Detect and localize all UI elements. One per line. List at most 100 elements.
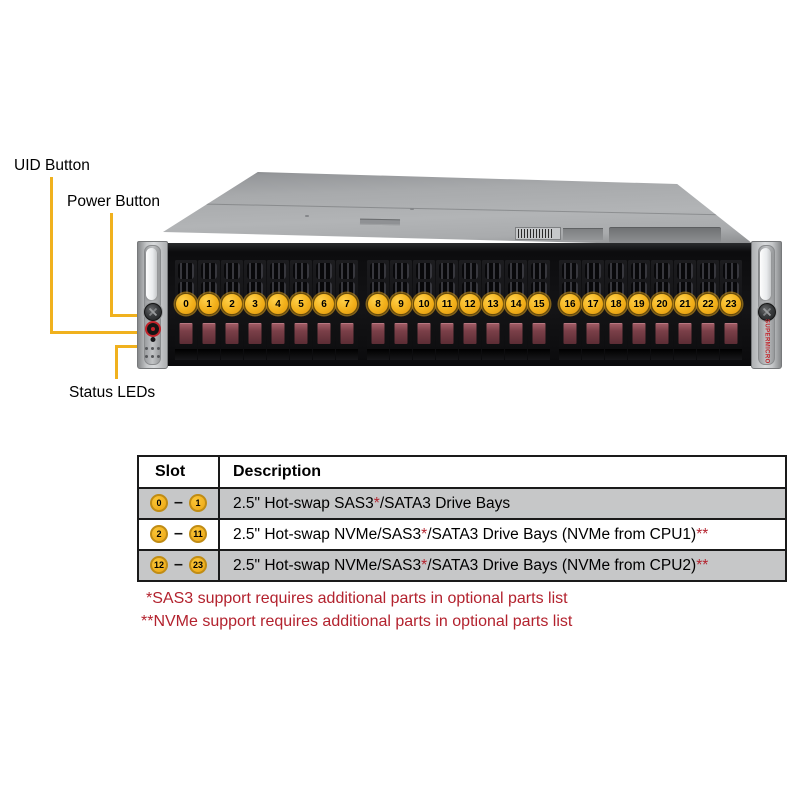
slot-badge: 1 xyxy=(188,494,207,513)
tray-vent xyxy=(339,263,355,279)
right-rack-ear: SUPERMICRO xyxy=(751,241,782,369)
tray-release-latch xyxy=(371,323,385,344)
tray-vent xyxy=(270,263,286,279)
drive-tray: 23 xyxy=(720,260,742,360)
status-led xyxy=(157,354,160,358)
uid-callout-line-horizontal xyxy=(50,331,146,334)
bay-number-badge: 7 xyxy=(336,293,358,315)
tray-vent xyxy=(462,263,478,279)
tray-vent xyxy=(370,263,386,279)
tray-release-latch xyxy=(632,323,646,344)
power-callout-line-horizontal xyxy=(110,314,146,317)
description-cell: 2.5" Hot-swap NVMe/SAS3*/SATA3 Drive Bay… xyxy=(218,549,787,582)
bay-number-badge: 15 xyxy=(528,293,550,315)
tray-release-latch xyxy=(586,323,600,344)
bay-number-badge: 9 xyxy=(390,293,412,315)
status-led xyxy=(157,346,160,350)
drive-tray: 22 xyxy=(697,260,719,360)
bay-number-badge: 14 xyxy=(505,293,527,315)
slot-range-dash: – xyxy=(174,494,183,512)
tray-vent xyxy=(531,263,547,279)
tray-vent xyxy=(562,263,578,279)
tray-release-latch xyxy=(394,323,408,344)
tray-vent xyxy=(700,263,716,279)
status-leds xyxy=(145,345,161,359)
drive-tray: 3 xyxy=(244,260,266,360)
top-cover-rivet xyxy=(305,215,309,217)
drive-tray: 2 xyxy=(221,260,243,360)
status-leds-label: Status LEDs xyxy=(69,384,156,401)
tray-release-latch xyxy=(294,323,308,344)
drive-tray: 8 xyxy=(367,260,389,360)
power-button-label: Power Button xyxy=(67,193,161,210)
slot-range-dash: – xyxy=(174,525,183,543)
bay-number-badge: 0 xyxy=(175,293,197,315)
drive-tray: 10 xyxy=(413,260,435,360)
right-handle-grip xyxy=(760,248,771,300)
description-column-header: Description xyxy=(218,455,787,489)
tray-vent xyxy=(224,263,240,279)
top-cover-release-recess xyxy=(609,227,721,243)
bay-number-badge: 6 xyxy=(313,293,335,315)
drive-tray: 14 xyxy=(505,260,527,360)
tray-vent xyxy=(439,263,455,279)
bay-number-badge: 23 xyxy=(720,293,742,315)
bay-number-badge: 22 xyxy=(697,293,719,315)
tray-release-latch xyxy=(248,323,262,344)
tray-release-latch xyxy=(509,323,523,344)
slot-badge: 11 xyxy=(188,525,207,544)
slot-cell: 0–1 xyxy=(137,487,220,520)
bay-number-badge: 20 xyxy=(651,293,673,315)
slot-badge: 0 xyxy=(150,494,169,513)
tray-vent xyxy=(608,263,624,279)
status-callout-line-vertical xyxy=(115,345,118,379)
tray-release-latch xyxy=(563,323,577,344)
chassis-top-cover xyxy=(163,172,757,248)
tray-vent xyxy=(178,263,194,279)
top-cover-seam xyxy=(196,203,736,216)
top-cover-rivet xyxy=(410,208,414,210)
bay-number-badge: 3 xyxy=(244,293,266,315)
drive-tray: 20 xyxy=(651,260,673,360)
slot-badge: 2 xyxy=(150,525,169,544)
tray-vent xyxy=(247,263,263,279)
status-led xyxy=(151,354,154,358)
slot-badge: 23 xyxy=(188,556,207,575)
bay-number-badge: 17 xyxy=(582,293,604,315)
tray-release-latch xyxy=(532,323,546,344)
sas3-footnote: *SAS3 support requires additional parts … xyxy=(146,590,568,607)
drive-tray: 7 xyxy=(336,260,358,360)
drive-tray: 0 xyxy=(175,260,197,360)
uid-callout-line-vertical xyxy=(50,177,53,334)
tray-vent xyxy=(316,263,332,279)
status-led xyxy=(151,346,154,350)
tray-vent xyxy=(293,263,309,279)
drive-tray: 19 xyxy=(628,260,650,360)
bay-number-badge: 1 xyxy=(198,293,220,315)
barcode-stripes xyxy=(518,229,554,238)
tray-vent xyxy=(654,263,670,279)
tray-vent xyxy=(508,263,524,279)
tray-release-latch xyxy=(678,323,692,344)
uid-button-label: UID Button xyxy=(14,157,90,174)
bay-number-badge: 2 xyxy=(221,293,243,315)
tray-release-latch xyxy=(417,323,431,344)
right-thumbscrew xyxy=(757,303,776,321)
tray-vent xyxy=(631,263,647,279)
tray-release-latch xyxy=(202,323,216,344)
drive-tray: 4 xyxy=(267,260,289,360)
nvme-footnote: **NVMe support requires additional parts… xyxy=(141,612,573,630)
drive-tray: 15 xyxy=(528,260,550,360)
drive-tray: 16 xyxy=(559,260,581,360)
bay-number-badge: 5 xyxy=(290,293,312,315)
tray-release-latch xyxy=(486,323,500,344)
service-barcode-sticker xyxy=(515,227,561,240)
bay-number-badge: 11 xyxy=(436,293,458,315)
